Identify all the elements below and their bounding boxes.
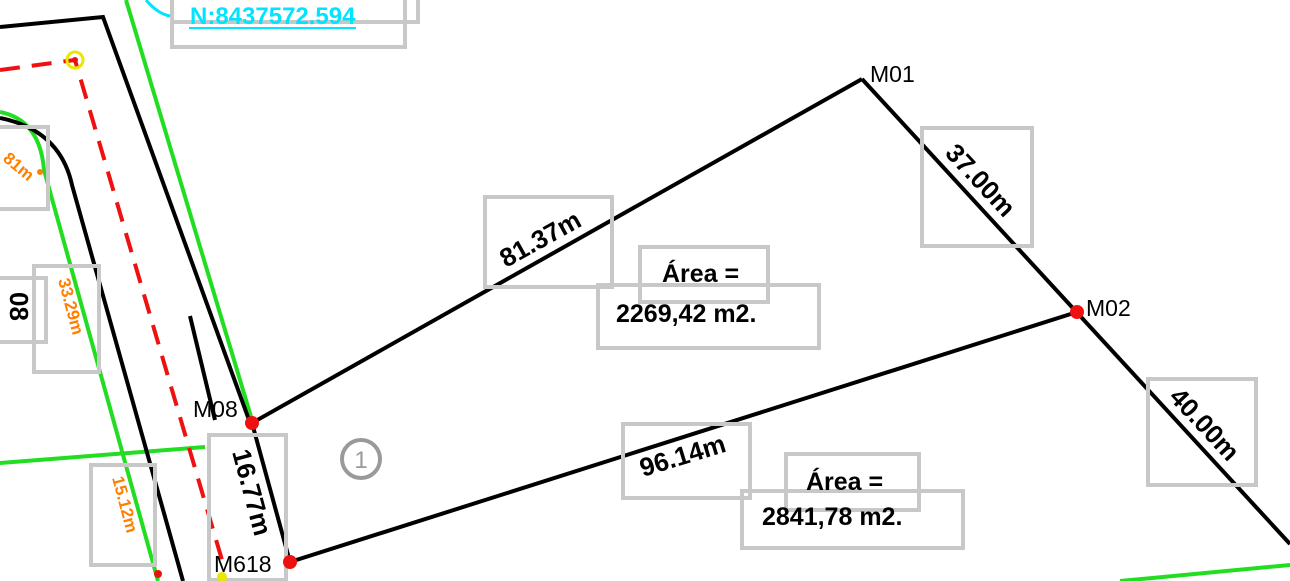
road-outline-top [0,14,251,421]
point-m02 [1070,305,1084,319]
coordinate-text: N:8437572.594 [190,3,356,30]
cyan-leader-line [144,0,171,18]
label-m08: M08 [193,396,238,422]
dimension-m08-m01: 81.37m [494,204,586,273]
road-black-lines [0,14,251,581]
point-bottom-yellow [217,572,227,581]
point-bottom-left [154,570,162,578]
green-line-right [124,0,254,421]
line-m08-m618 [250,422,292,563]
yellow-vertex-marker [65,50,85,70]
area-1-label: Área = [662,259,739,288]
area-1-value: 2269,42 m2. [616,300,756,328]
road-inner-edge [188,315,217,421]
line-m618-m02 [289,310,1078,564]
label-m02: M02 [1086,295,1131,321]
yellow-vertex-dot [72,57,78,63]
area-2-label: Área = [806,467,883,496]
point-m618 [283,555,297,569]
label-boxes [0,0,1258,581]
label-m01: M01 [870,61,915,87]
label-m618: M618 [214,551,272,577]
road-outline-curve [0,116,185,581]
green-line-corner [1119,563,1290,581]
point-m08 [245,416,259,430]
green-line-bottom [0,445,206,465]
green-line-left [0,110,160,581]
black-label-left: 08 [4,292,34,321]
orange-label-top: 81m [0,149,38,185]
line-m08-m01 [251,77,863,425]
area-2-value: 2841,78 m2. [762,503,902,531]
lot-marker-number: 1 [354,447,367,474]
orange-point [37,169,43,175]
lot-marker-circle [340,438,382,480]
